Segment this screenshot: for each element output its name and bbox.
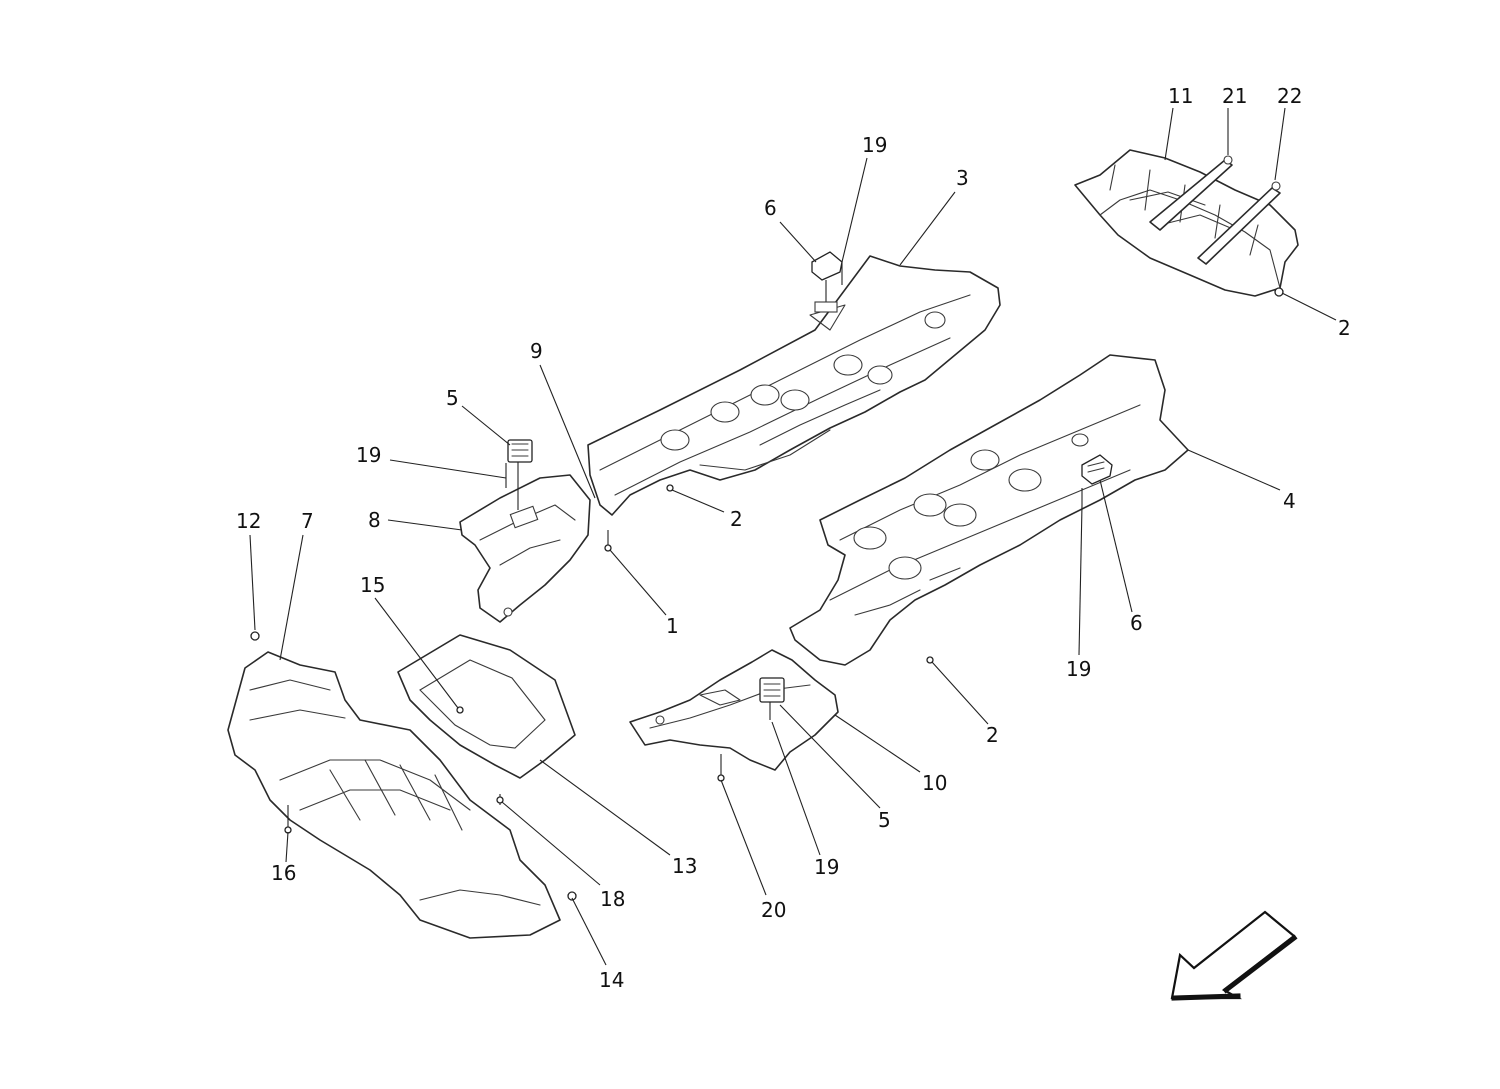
callout-5-lower: 5 [878,808,891,832]
part-8-front-left-bracket [459,474,591,623]
callout-19-top: 19 [862,133,887,157]
callout-6-upper: 6 [764,196,777,220]
part-7-front-undertray [227,651,561,939]
part-6-clip-right [1081,454,1113,485]
callout-2-rear: 2 [1338,316,1351,340]
leader-lines [249,107,1337,966]
callout-5-upper: 5 [446,386,459,410]
callout-19-right: 19 [1066,657,1091,681]
callout-1: 1 [666,614,679,638]
callout-2-center: 2 [730,507,743,531]
callout-13: 13 [672,854,697,878]
callout-2-lower: 2 [986,723,999,747]
callout-9: 9 [530,339,543,363]
part-5-clip-upper [507,439,533,510]
callout-20: 20 [761,898,786,922]
callout-10: 10 [922,771,947,795]
callout-6-right: 6 [1130,611,1143,635]
part-10-front-right-bracket [629,649,839,771]
callout-14: 14 [599,968,624,992]
fastener-14 [567,891,577,901]
callout-21: 21 [1222,84,1247,108]
part-4-right-undertray [789,354,1189,666]
callout-11: 11 [1168,84,1193,108]
callout-16: 16 [271,861,296,885]
callout-labels: 11 21 22 2 19 3 6 9 5 19 8 2 1 12 7 15 4… [236,84,1351,992]
callout-4: 4 [1283,489,1296,513]
callout-19-lower: 19 [814,855,839,879]
direction-arrow-icon [1170,910,1298,1001]
callout-8: 8 [368,508,381,532]
fastener-15 [456,706,464,714]
part-5-clip-lower [759,677,785,703]
callout-19-upper: 19 [356,443,381,467]
callout-22: 22 [1277,84,1302,108]
part-11-rear-undertray [1074,149,1299,297]
callout-15: 15 [360,573,385,597]
callout-3: 3 [956,166,969,190]
callout-12: 12 [236,509,261,533]
part-13-frame-panel [397,634,576,779]
callout-18: 18 [600,887,625,911]
part-6-clip-upper [811,251,843,313]
callout-7: 7 [301,509,314,533]
part-3-left-undertray [587,255,1001,516]
